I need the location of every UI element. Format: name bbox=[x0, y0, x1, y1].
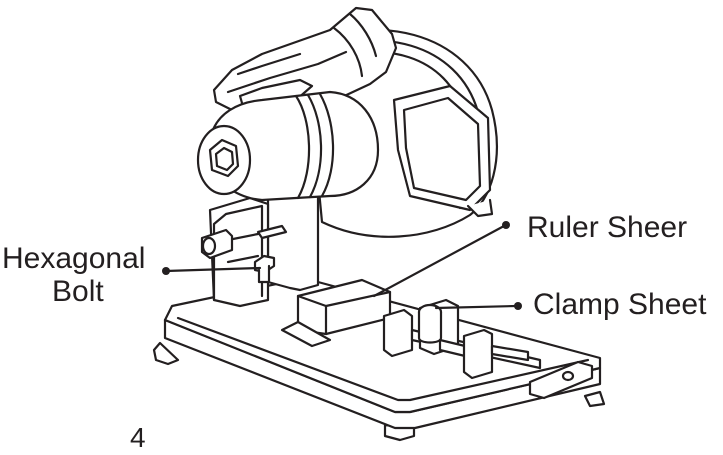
clamp-sheet-plate bbox=[382, 308, 414, 358]
hexagonal-bolt-label-line2: Bolt bbox=[52, 275, 104, 308]
hexagonal-bolt-stem bbox=[257, 264, 271, 284]
clamp-rail bbox=[490, 344, 530, 362]
lower-guard-inner bbox=[402, 96, 482, 202]
motor-housing bbox=[196, 90, 380, 202]
pivot-rod bbox=[256, 224, 288, 240]
ruler-sheer-label: Ruler Sheer bbox=[527, 211, 688, 244]
ruler-sheer-dot bbox=[502, 221, 510, 229]
ruler-sheer-part bbox=[280, 278, 392, 348]
clamp-handle-knob bbox=[561, 370, 575, 382]
motor-ring-1 bbox=[294, 94, 311, 200]
motor-ring-3 bbox=[318, 92, 335, 198]
column-support bbox=[200, 166, 320, 308]
callout-lines bbox=[162, 221, 522, 310]
ruler-sheer-foot bbox=[280, 320, 332, 348]
motor-endcap-hex bbox=[208, 138, 240, 178]
motor-body bbox=[208, 90, 380, 202]
hexagonal-bolt-label-line1: Hexagonal bbox=[2, 242, 146, 275]
ruler-sheer-leader bbox=[372, 224, 506, 298]
hexagonal-bolt-leader bbox=[164, 266, 262, 273]
hexagonal-bolt-dot bbox=[162, 267, 170, 275]
lower-guard bbox=[392, 84, 492, 212]
clamp-handle bbox=[528, 360, 594, 400]
base-top-inner-edge bbox=[176, 316, 590, 402]
clamp-assembly bbox=[382, 298, 594, 400]
clamp-knob-post bbox=[417, 310, 443, 344]
clamp-sheet-leader bbox=[434, 304, 518, 310]
clamp-slide-block bbox=[462, 328, 494, 380]
page-number: 4 bbox=[130, 422, 146, 453]
motor-endcap-hex-inner bbox=[214, 146, 235, 172]
clamp-sheet-dot bbox=[514, 302, 522, 310]
pivot-shaft-cap bbox=[201, 236, 217, 256]
motor-ring-2 bbox=[306, 93, 323, 199]
lower-guard-tip bbox=[466, 198, 494, 218]
handle-detail bbox=[226, 50, 348, 94]
clamp-sheet-label: Clamp Sheet bbox=[533, 288, 707, 321]
handle-top-grip bbox=[332, 12, 378, 78]
